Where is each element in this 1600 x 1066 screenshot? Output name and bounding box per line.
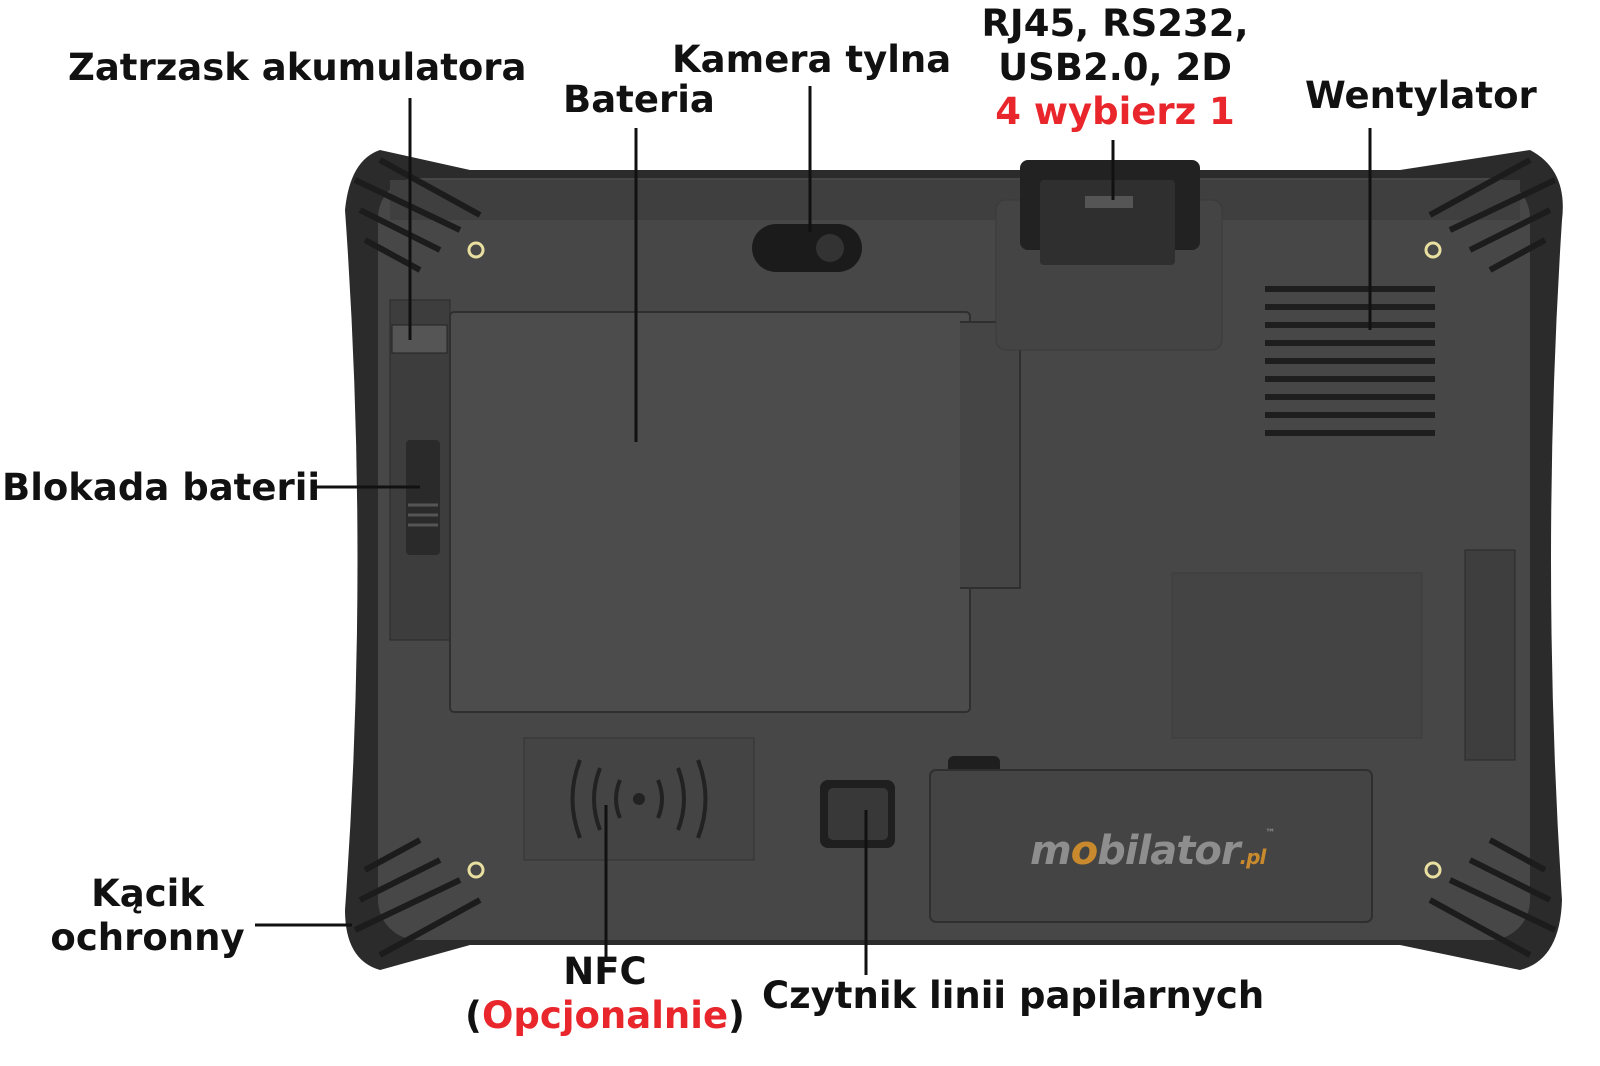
- label-battery-lock: Blokada baterii: [2, 466, 321, 509]
- label-nfc-paren-open: (: [465, 994, 482, 1037]
- label-corner-line2: ochronny: [50, 916, 245, 959]
- battery-lock-slider: [406, 440, 440, 555]
- rear-camera: [752, 224, 862, 272]
- corner-bumpers: [353, 157, 1557, 958]
- bottom-compartment: [929, 769, 1373, 923]
- leader-lines: [255, 86, 1372, 975]
- label-ports-line1: RJ45, RS232,: [981, 2, 1249, 45]
- mobilator-logo: mobilator.pl™: [1030, 828, 1275, 874]
- label-corner-line1: Kącik: [91, 872, 204, 915]
- label-rear-camera: Kamera tylna: [672, 38, 952, 81]
- label-nfc-optional: Opcjonalnie: [481, 994, 729, 1037]
- nfc-icon: [570, 759, 708, 839]
- label-battery: Bateria: [563, 78, 715, 121]
- label-ports-choice: 4 wybierz 1: [995, 90, 1235, 133]
- label-fan: Wentylator: [1305, 74, 1537, 117]
- label-ports: RJ45, RS232, USB2.0, 2D 4 wybierz 1: [975, 2, 1255, 134]
- label-nfc: NFC (Opcjonalnie): [460, 950, 750, 1038]
- label-nfc-title: NFC: [563, 950, 647, 993]
- label-fingerprint-reader: Czytnik linii papilarnych: [762, 974, 1265, 1017]
- label-protective-corner: Kącik ochronny: [40, 872, 255, 960]
- battery-cover: [449, 311, 971, 713]
- label-nfc-paren-close: ): [728, 994, 745, 1037]
- corner-screws: [467, 241, 1442, 879]
- label-ports-line2: USB2.0, 2D: [998, 46, 1232, 89]
- label-battery-latch: Zatrzask akumulatora: [68, 46, 527, 89]
- fan-grille: [1265, 286, 1435, 436]
